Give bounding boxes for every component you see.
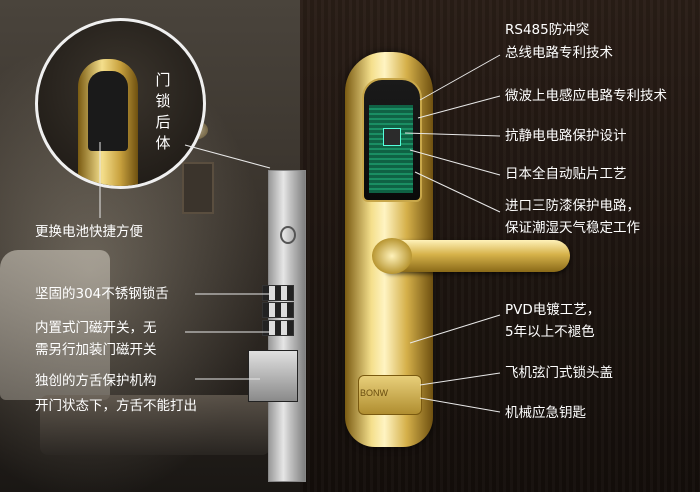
callout-line [409, 149, 501, 176]
note-antistatic: 抗静电电路保护设计 [505, 128, 627, 144]
brand-logo: BONW [360, 388, 388, 398]
note-smt: 日本全自动贴片工艺 [505, 166, 627, 182]
wall-picture [182, 162, 214, 214]
callout-line [419, 372, 501, 386]
note-cover: 飞机弦门式锁头盖 [505, 365, 613, 381]
note-magnet-1: 内置式门磁开关，无 [35, 320, 157, 336]
note-pvd-1: PVD电镀工艺， [505, 302, 601, 318]
callout-line [414, 171, 501, 213]
callout-line [419, 54, 501, 101]
note-battery: 更换电池快捷方便 [35, 224, 143, 240]
note-latch: 坚固的304不锈钢锁舌 [35, 286, 169, 302]
callout-line [409, 314, 501, 344]
callout-line [417, 95, 501, 119]
door-handle [385, 240, 570, 272]
note-coating-1: 进口三防漆保护电路， [505, 198, 640, 214]
circuit-board [369, 105, 413, 193]
note-rs485-2: 总线电路专利技术 [505, 45, 613, 61]
zoom-label: 门锁后体 [155, 71, 171, 152]
handle-rosette [372, 238, 412, 274]
rear-lock-zoom-circle [35, 18, 206, 189]
callout-line [404, 132, 501, 137]
note-coating-2: 保证潮湿天气稳定工作 [505, 220, 640, 236]
note-deadbolt-2: 开门状态下，方舌不能打出 [35, 398, 197, 414]
note-pvd-2: 5年以上不褪色 [505, 324, 595, 340]
note-rs485-1: RS485防冲突 [505, 22, 590, 38]
latch-tongue [262, 302, 294, 318]
sofa [0, 250, 110, 400]
coffee-table [40, 395, 270, 455]
note-key: 机械应急钥匙 [505, 405, 586, 421]
deadbolt [248, 350, 298, 402]
note-microwave: 微波上电感应电路专利技术 [505, 88, 667, 104]
note-deadbolt-1: 独创的方舌保护机构 [35, 373, 157, 389]
keyhole-cover [358, 375, 422, 415]
latch-tongue [262, 285, 294, 301]
note-magnet-2: 需另行加装门磁开关 [35, 342, 157, 358]
battery-compartment [88, 71, 128, 151]
chip-icon [383, 128, 401, 146]
callout-line [184, 144, 271, 169]
faceplate-logo-icon [280, 226, 296, 244]
callout-line [419, 397, 501, 413]
